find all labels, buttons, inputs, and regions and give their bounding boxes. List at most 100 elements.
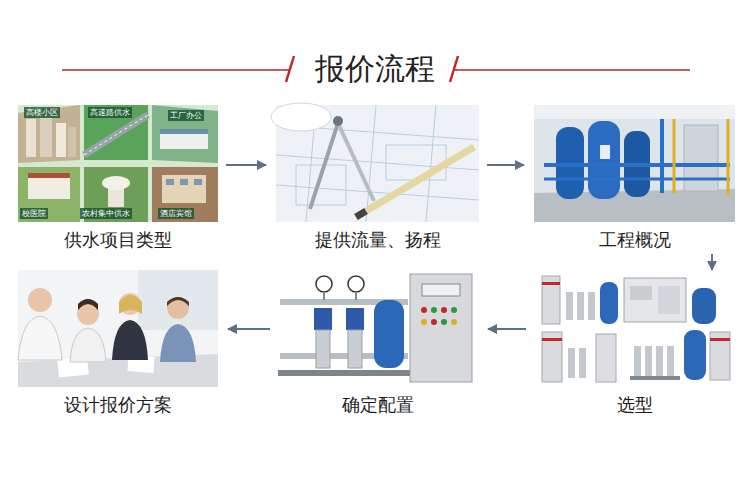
product-range-photo (534, 270, 735, 387)
photo-tag: 农村集中供水 (80, 208, 132, 219)
flow-arrow (226, 164, 266, 166)
product-range-photo-part (684, 330, 706, 380)
product-range-photo-part (692, 288, 716, 324)
project-collage-part (84, 115, 148, 155)
flow-arrow (488, 328, 526, 330)
product-range-photo-part (596, 334, 616, 382)
pump-set-photo-part (422, 284, 460, 296)
project-collage-part (102, 176, 130, 190)
flow-arrow (711, 254, 713, 270)
blueprint-photo-part (271, 103, 331, 131)
product-range-photo-part (577, 292, 584, 320)
product-range-photo-part (658, 286, 680, 314)
blueprint-photo-part (338, 123, 374, 201)
title-text: 报价流程 (315, 51, 435, 86)
pump-set-photo-part (374, 300, 404, 368)
meeting-photo-part (119, 293, 141, 315)
meeting-photo-part (119, 295, 142, 314)
pump-room-photo-part (684, 125, 718, 191)
pump-room-photo-part (727, 119, 730, 195)
pump-set-photo-part (451, 307, 457, 313)
pump-set-photo-part (431, 319, 437, 325)
project-collage-part (180, 179, 188, 185)
project-collage-part (26, 119, 36, 157)
project-collage-part (166, 179, 174, 185)
photo-tag: 校医院 (20, 208, 48, 219)
project-collage (18, 105, 218, 222)
photo-area (276, 105, 479, 222)
product-range-photo-part (588, 292, 595, 320)
project-collage-part (18, 105, 80, 163)
project-collage-part (18, 105, 218, 222)
blueprint-photo-part (333, 116, 343, 126)
photo-tag: 酒店宾馆 (158, 208, 194, 219)
pump-set-photo-part (278, 370, 410, 376)
pump-set-photo-part (410, 274, 472, 382)
product-range-photo-part (656, 346, 663, 378)
product-range-photo-part (667, 346, 674, 378)
photo-tag: 工厂办公 (168, 110, 204, 121)
pump-set-photo-part (314, 308, 332, 330)
process-step: 提供流量、扬程 (276, 105, 479, 252)
meeting-photo-part (167, 297, 189, 319)
blueprint-photo-part (356, 211, 366, 217)
product-range-photo-part (542, 282, 560, 285)
project-collage-part (40, 115, 52, 157)
process-step: 设计报价方案 (18, 272, 218, 417)
project-collage-part (160, 129, 208, 134)
project-collage-part (152, 105, 218, 163)
project-collage-part (84, 115, 148, 155)
product-range-photo-part (568, 348, 575, 378)
step-caption: 提供流量、扬程 (276, 228, 479, 252)
product-range-photo-part (630, 286, 652, 300)
pump-set-photo-part (431, 307, 437, 313)
pump-room-photo-part (588, 121, 620, 199)
meeting-photo-part (28, 288, 52, 312)
project-collage-part (160, 133, 208, 149)
pump-set-photo-part (441, 307, 447, 313)
pump-set-photo-part (323, 292, 325, 300)
title-rule-part (62, 69, 290, 71)
meeting-photo-part (160, 324, 196, 362)
pump-room-photo-part (673, 119, 676, 193)
meeting-photo-part (70, 328, 106, 362)
pump-room-photo (534, 105, 735, 222)
pump-set-photo-part (316, 330, 330, 368)
process-step: 选型 (534, 272, 735, 417)
project-collage-part (68, 127, 76, 157)
photo-area (534, 105, 735, 222)
project-collage-part (28, 173, 70, 178)
product-range-photo-part (624, 278, 686, 322)
blueprint-photo-part (310, 123, 338, 209)
title-rule-part (450, 56, 458, 82)
step-caption: 工程概况 (534, 228, 735, 252)
blueprint-photo-part (356, 147, 474, 217)
step-caption: 确定配置 (278, 393, 478, 417)
pump-set-photo-part (421, 307, 427, 313)
product-range-photo-part (542, 276, 560, 324)
product-range-photo-part (710, 338, 730, 341)
meeting-photo-part (138, 270, 218, 330)
meeting-photo (18, 270, 218, 387)
project-collage-part (28, 177, 70, 199)
meeting-photo-part (167, 297, 189, 306)
pump-set-photo-part (421, 319, 427, 325)
project-collage-part (84, 105, 148, 160)
blueprint-photo-part-part (276, 185, 479, 200)
step-caption: 设计报价方案 (18, 393, 218, 417)
product-range-photo-part (542, 338, 562, 341)
diagram-title: 报价流程 (0, 49, 750, 89)
flow-arrow (228, 328, 270, 330)
meeting-photo-part (18, 316, 62, 360)
pump-set-photo-part (355, 292, 357, 300)
process-step: 工程概况 (534, 105, 735, 252)
project-collage-part (194, 179, 202, 185)
pump-room-photo-part (600, 145, 610, 159)
meeting-photo-part (112, 320, 148, 360)
pump-room-photo-part (660, 119, 664, 193)
meeting-photo-part (18, 270, 218, 387)
title-rule-part (454, 69, 690, 71)
process-step: 确定配置 (278, 272, 478, 417)
pump-set-photo-part (346, 308, 364, 330)
project-collage-part (56, 123, 66, 157)
